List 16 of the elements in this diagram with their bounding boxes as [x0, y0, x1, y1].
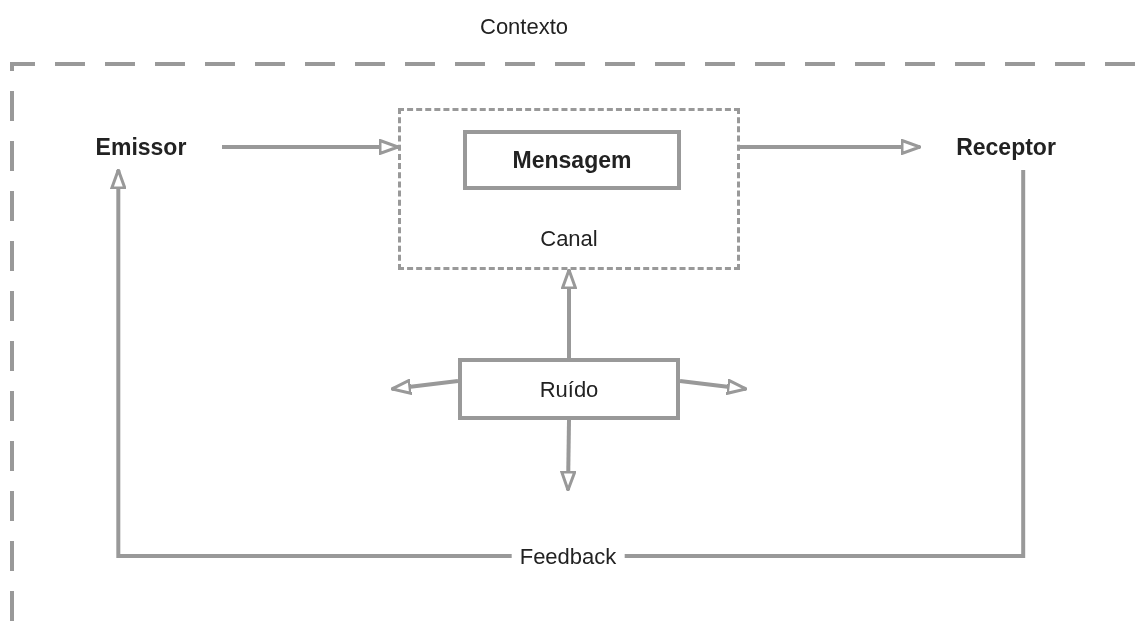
arrow [679, 378, 748, 395]
noise-box [458, 358, 680, 420]
arrow [560, 419, 577, 492]
node-text: Contexto [480, 14, 569, 39]
node-text: Mensagem [512, 145, 632, 175]
arrow [561, 268, 577, 358]
node-text: Canal [540, 225, 598, 253]
arrow [740, 139, 922, 155]
arrow [222, 139, 400, 155]
arrow [110, 168, 1026, 558]
arrow [390, 378, 459, 395]
node-text: Ruído [539, 375, 599, 404]
message-box [463, 130, 681, 190]
sender-label: Emissor [95, 132, 187, 162]
receiver-label: Receptor [956, 132, 1056, 162]
channel-box [398, 108, 740, 270]
